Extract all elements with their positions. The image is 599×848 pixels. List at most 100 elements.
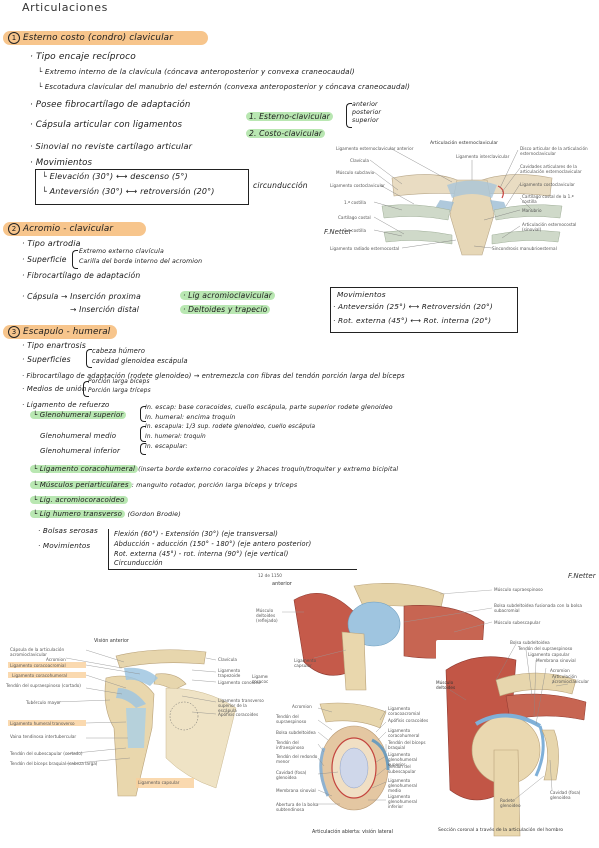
- shoulder-anterior-figure: Visión anterior Cápsula de la articulaci…: [6, 638, 268, 798]
- page-title: Articulaciones: [22, 1, 108, 14]
- fig1-label: Clavícula: [350, 158, 369, 163]
- fig5-label: Acromion: [550, 668, 570, 673]
- s2-capsula-distal: → Inserción distal: [70, 305, 140, 314]
- section-1-title: Esterno costo (condro) clavicular: [23, 33, 173, 43]
- s1-lig-part: anterior: [352, 101, 378, 108]
- fig1-label: Ligamento esternoclavicular anterior: [336, 146, 414, 151]
- section-2-title: Acromio - clavicular: [23, 224, 114, 234]
- fig3-label: Tendón del subescapular (cortado): [10, 751, 83, 756]
- s3-tipo: · Tipo enartrosis: [22, 341, 87, 350]
- fig1-label: Músculo subclavio: [336, 170, 375, 175]
- fig1-label: Cavidades articulares de la articulación…: [520, 164, 582, 174]
- fig1-label: Ligamento interclavicular: [456, 154, 510, 159]
- fig1-label: 1.ª costilla: [344, 200, 367, 205]
- sternoclavicular-joint-figure: Articulación esternoclavicular Ligamento…: [322, 140, 590, 258]
- fig2-label: Músculo subescapular: [494, 620, 541, 625]
- fig4-label: Tendón del redondo menor: [276, 754, 318, 764]
- fig2-title: anterior: [272, 581, 292, 587]
- s3-medios-2: Porción larga tríceps: [88, 388, 151, 394]
- s1-capsula: · Cápsula articular con ligamentos: [30, 120, 183, 130]
- fig3-label: Ligamento coracoacromial: [10, 663, 66, 668]
- fig3-label: Vaina tendinosa intertubercular: [10, 734, 77, 739]
- fig5-label: Cavidad (fosa) glenoidea: [550, 790, 581, 800]
- fig3-label: Tendón del bíceps braquial (cabeza larga…: [10, 761, 98, 766]
- fig5-label: Membrana sinovial: [536, 658, 576, 663]
- s1-superficie-2: └ Escotadura clavicular del manubrio del…: [38, 83, 411, 91]
- s1-tipo: · Tipo encaje recíproco: [30, 52, 136, 62]
- shoulder-open-lateral-figure: Acromion Tendón del supraespinoso Bolsa …: [276, 700, 430, 840]
- fig1-label: Cartílago costal de la 1.ª costilla: [522, 194, 574, 204]
- fig5-label: Bolsa subdeltoidea: [510, 640, 550, 645]
- fig3-label: Cápsula de la articulación acromioclavic…: [10, 647, 65, 657]
- fig2-page-num: 12 de 1150: [258, 573, 282, 578]
- fig4-title: Articulación abierta: visión lateral: [312, 830, 393, 835]
- s2-mov-1: · Anteversión (25°) ⟷ Retroversión (20°): [333, 302, 493, 311]
- fig3-label: Ligamento conoideo: [218, 680, 261, 685]
- s2-superficie-label: · Superficie: [22, 255, 67, 264]
- s3-gh-sup-2: In. humeral: encima troquín: [145, 414, 236, 421]
- fig1-title: Articulación esternoclavicular: [430, 141, 499, 146]
- fig2-label: Músculo supraespinoso: [494, 587, 543, 592]
- s1-mov-1: └ Elevación (30°) ⟷ descenso (5°): [42, 172, 188, 181]
- s3-superficies-brace: [86, 349, 92, 368]
- s3-medios-1: Porción larga bíceps: [88, 379, 150, 385]
- s3-movimientos-label: · Movimientos: [38, 541, 91, 550]
- section-1-banner: [3, 31, 208, 45]
- s2-deltoides-trapecio: · Deltoides y trapecio: [180, 305, 271, 314]
- fig3-label: Ligamento humeral transverso: [10, 721, 75, 726]
- fig4-label: Tendón del bíceps braquial: [388, 740, 426, 750]
- fig4-label: Tendón del infraespinoso: [276, 740, 305, 750]
- fig5-label: Rodete glenoideo: [500, 798, 521, 808]
- s3-superficie-1: cabeza húmero: [92, 347, 146, 355]
- s3-gh-superior: └ Glenohumeral superior: [30, 411, 127, 419]
- s2-lig-acromioclavicular: · Lig acromioclavicular: [180, 291, 276, 300]
- fig3-label: Ligamento coracoclavicular: [252, 674, 268, 684]
- fig1-label: Ligamento radiado esternocostal: [330, 246, 400, 251]
- fig4-label: Cavidad (fosa) glenoidea: [276, 770, 307, 780]
- fig1-label: Ligamento costoclavicular: [520, 182, 575, 187]
- s3-musculos-periarticulares: └ Músculos periarticulares: manguito rot…: [30, 481, 297, 489]
- s1-lig-esternoclavicular: 1. Esterno-clavicular: [246, 112, 333, 121]
- s1-fibrocartilago: · Posee fibrocartílago de adaptación: [30, 100, 191, 110]
- s3-mov-1: Flexión (60°) - Extensión (30°) (eje tra…: [114, 530, 278, 538]
- s2-capsula: · Cápsula → Inserción proxima: [22, 292, 141, 301]
- fig4-label: Bolsa subdeltoidea: [276, 730, 316, 735]
- s3-mov-2: Abducción - aducción (150° - 180°) (eje …: [114, 540, 312, 548]
- s3-lig-refuerzo: · Ligamento de refuerzo: [22, 401, 110, 409]
- section-3-banner: [3, 325, 117, 339]
- fig1-label: Disco articular de la articulación ester…: [520, 146, 588, 156]
- fig3-label: Ligamento coracohumeral: [12, 673, 67, 678]
- s1-lig-parts-brace: [346, 103, 352, 128]
- fig3-label: Clavícula: [218, 657, 237, 662]
- fig2-label: Músculo deltoides (reflejado): [256, 608, 278, 623]
- s3-mov-4: Circunducción: [114, 559, 163, 567]
- s3-medios-label: · Medios de unión: [22, 385, 87, 393]
- fig4-label: Membrana sinovial: [276, 788, 316, 793]
- fig4-label: Abertura de la bolsa subtendinosa: [276, 802, 319, 812]
- fig3-label: Acromion: [46, 657, 66, 662]
- shoulder-coronal-figure: Bolsa subdeltoidea Tendón del supraespin…: [436, 640, 594, 840]
- s3-gh-medio: Glenohumeral medio: [40, 432, 117, 440]
- fig3-title: Visión anterior: [94, 639, 129, 644]
- section-2-number: 2: [8, 223, 20, 235]
- fig1-label: Sincondrosis manubrioesternal: [492, 246, 557, 251]
- s1-movimientos-label: · Movimientos: [30, 158, 93, 168]
- fig3-label: Tendón del supraespinoso (cortado): [6, 683, 81, 688]
- s2-fibrocartilago: · Fibrocartílago de adaptación: [22, 271, 141, 280]
- fig3-label: Tubérculo mayor: [26, 700, 61, 705]
- fig1-signature: F.Netter: [324, 228, 352, 236]
- fig3-label: Ligamento transverso superior de la escá…: [218, 698, 264, 713]
- fig2-signature: F.Netter: [568, 572, 596, 580]
- s1-ligamentos: 1. Esterno-clavicular 2. Costo-clavicula…: [246, 108, 333, 142]
- s2-tipo: · Tipo artrodia: [22, 239, 81, 248]
- s3-gh-med-1: In. escapula: 1/3 sup. rodete glenoideo,…: [145, 424, 316, 430]
- fig4-label: Tendón del subescapular: [388, 764, 416, 774]
- section-3-number: 3: [8, 326, 20, 338]
- fig4-label: Acromion: [292, 704, 312, 709]
- section-3-title: Escapulo - humeral: [23, 327, 111, 337]
- fig5-label: Ligamento capsular: [528, 652, 570, 657]
- s3-gh-inf-1: In. escapular:: [145, 443, 188, 450]
- s3-gh-sup-1: In. escap: base coracoides, cuello escáp…: [145, 404, 393, 411]
- s3-bolsas-serosas: · Bolsas serosas: [38, 526, 98, 535]
